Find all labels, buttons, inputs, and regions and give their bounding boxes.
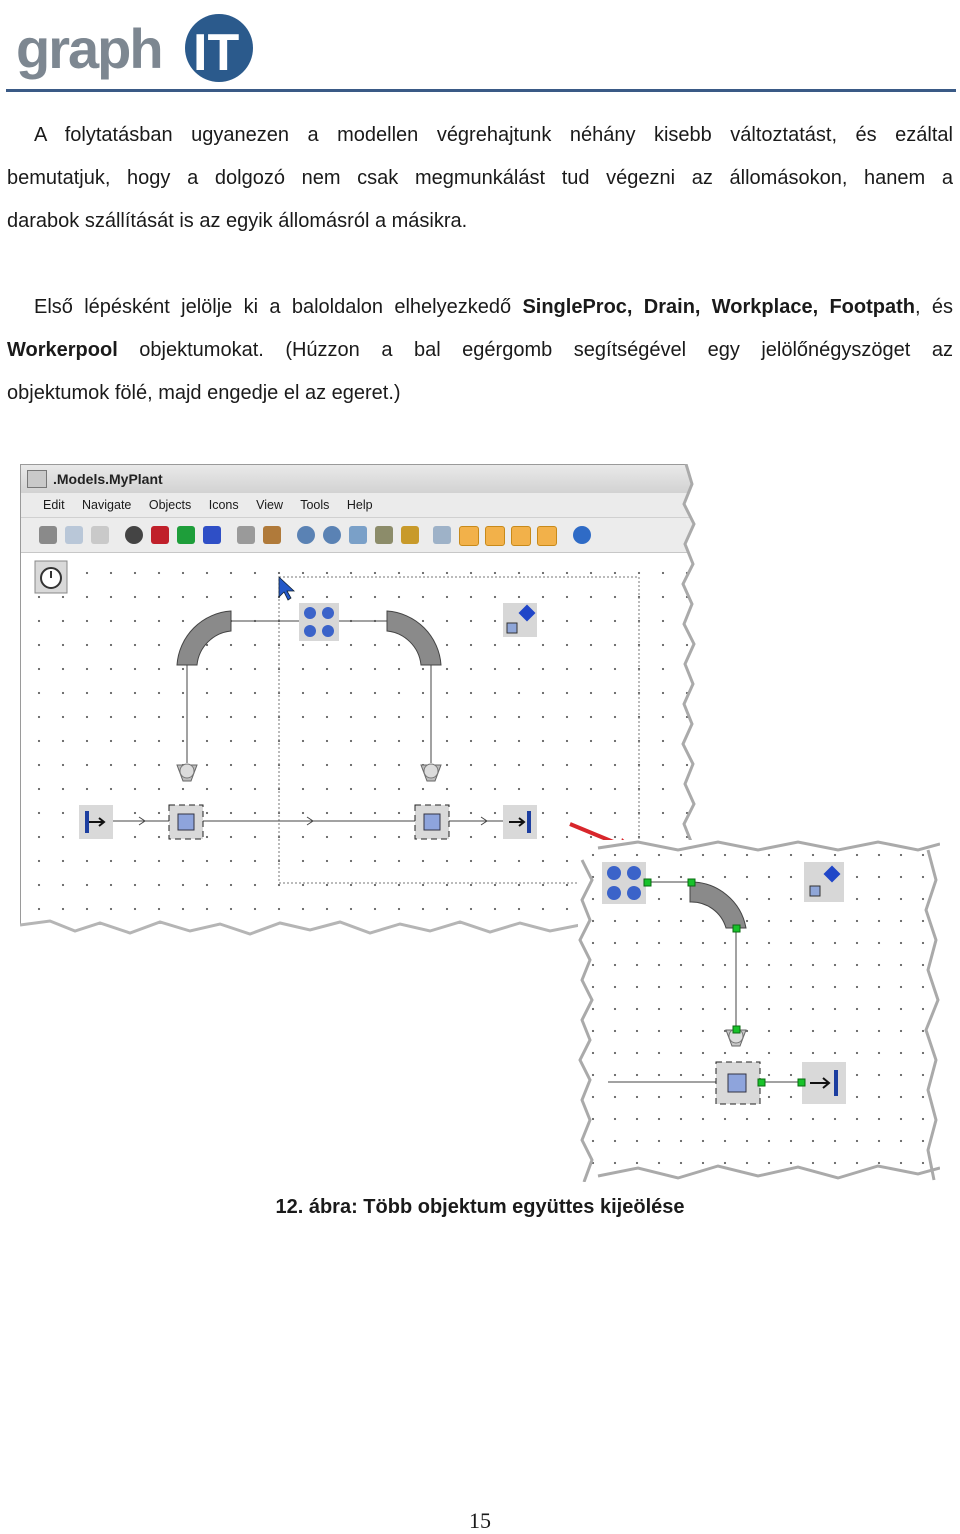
fast-forward-icon[interactable] (203, 526, 221, 544)
window-title: .Models.MyPlant (53, 471, 163, 487)
menu-tools[interactable]: Tools (300, 498, 330, 512)
model-canvas[interactable] (21, 553, 697, 935)
model-diagram (34, 560, 640, 884)
arrow-marks (138, 816, 488, 826)
fit-icon[interactable] (349, 526, 367, 544)
frame-icon (27, 470, 47, 488)
eraser-icon[interactable] (433, 526, 451, 544)
event-controller-icon[interactable] (34, 560, 68, 594)
footpath-left[interactable] (176, 610, 232, 666)
drain-icon[interactable] (503, 805, 537, 839)
paragraph-instructions: Első lépésként jelölje ki a baloldalon e… (7, 286, 953, 415)
zoom-in-icon[interactable] (297, 526, 315, 544)
workerpool-icon[interactable] (299, 603, 339, 641)
svg-text:graph: graph (16, 17, 162, 80)
text-run: , és (914, 296, 953, 318)
broker-icon[interactable] (503, 603, 537, 637)
drain-zoom[interactable] (802, 1062, 846, 1104)
menu-icons[interactable]: Icons (208, 498, 239, 512)
zoom-diagram (578, 840, 940, 1182)
paragraph-line: objektumok fölé, majd engedje el az eger… (7, 382, 401, 404)
selection-rectangle (278, 576, 640, 884)
figure-caption: 12. ábra: Több objektum együttes kijeölé… (275, 1196, 685, 1218)
graphit-logo: graph IT (16, 14, 253, 82)
svg-text:IT: IT (193, 24, 239, 82)
brush-icon[interactable] (263, 526, 281, 544)
workplace-right[interactable] (420, 763, 442, 782)
comment-icon[interactable] (485, 526, 505, 546)
workplace-left[interactable] (176, 763, 198, 782)
footpath-right[interactable] (386, 610, 442, 666)
reset-icon[interactable] (151, 526, 169, 544)
folder-up-icon[interactable] (65, 526, 83, 544)
object-names: SingleProc, Drain, Workplace, Footpath (522, 296, 915, 318)
text-run: Első lépésként jelölje ki a baloldalon e… (34, 296, 523, 318)
object-name-workerpool: Workerpool (7, 339, 118, 361)
menu-help[interactable]: Help (346, 498, 373, 512)
pencil-icon[interactable] (401, 526, 419, 544)
source-icon[interactable] (79, 805, 113, 839)
toolbar (21, 518, 697, 553)
paragraph-line: Workerpool objektumokat. (Húzzon a bal e… (7, 329, 953, 372)
home-icon[interactable] (91, 526, 109, 544)
singleproc-left[interactable] (168, 804, 204, 840)
paragraph-line: Első lépésként jelölje ki a baloldalon e… (7, 286, 953, 329)
menu-bar: Edit Navigate Objects Icons View Tools H… (21, 493, 697, 518)
paragraph-line: A folytatásban ugyanezen a modellen végr… (34, 124, 953, 146)
singleproc-right[interactable] (414, 804, 450, 840)
paragraph-line: darabok szállítását is az egyik állomásr… (7, 210, 468, 232)
zoom-out-icon[interactable] (323, 526, 341, 544)
paragraph-line: bemutatjuk, hogy a dolgozó nem csak megm… (7, 167, 953, 189)
play-icon[interactable] (177, 526, 195, 544)
broker-zoom[interactable] (804, 862, 844, 902)
menu-view[interactable]: View (256, 498, 283, 512)
clipboard-icon[interactable] (375, 526, 393, 544)
grid-icon[interactable] (511, 526, 531, 546)
workerpool-zoom[interactable] (602, 862, 646, 904)
menu-edit[interactable]: Edit (43, 498, 65, 512)
delete-icon[interactable] (237, 526, 255, 544)
paragraph-intro: A folytatásban ugyanezen a modellen végr… (7, 114, 953, 243)
connector-icon[interactable] (459, 526, 479, 546)
page-number: 15 (469, 1508, 491, 1533)
window-titlebar: .Models.MyPlant (21, 465, 697, 493)
stopwatch-icon[interactable] (125, 526, 143, 544)
footpath-zoom[interactable] (689, 881, 747, 929)
zoom-canvas (578, 840, 940, 1182)
open-icon[interactable] (39, 526, 57, 544)
menu-objects[interactable]: Objects (148, 498, 192, 512)
help-icon[interactable] (573, 526, 591, 544)
worker-icon[interactable] (537, 526, 557, 546)
singleproc-zoom[interactable] (715, 1061, 761, 1105)
text-run: objektumokat. (Húzzon a bal egérgomb seg… (117, 339, 953, 361)
cursor-icon (278, 576, 296, 601)
menu-navigate[interactable]: Navigate (82, 498, 132, 512)
header-rule (6, 89, 956, 92)
zoom-detail (578, 840, 940, 1182)
selection-handles (643, 878, 806, 1087)
